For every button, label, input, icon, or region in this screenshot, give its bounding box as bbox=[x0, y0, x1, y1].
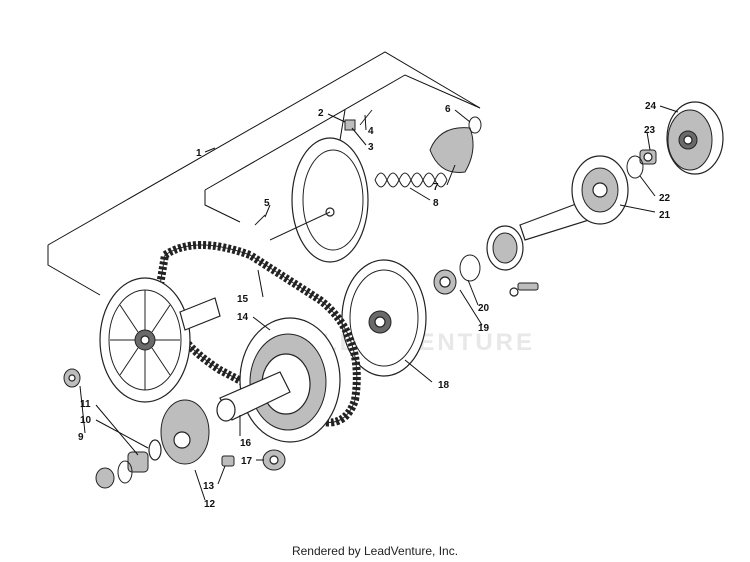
footer-credit: Rendered by LeadVenture, Inc. bbox=[291, 544, 459, 558]
bushing-part-17 bbox=[262, 449, 286, 471]
sleeve-part-16 bbox=[216, 371, 291, 422]
pin-part-4 bbox=[359, 109, 373, 126]
washer-part-10 bbox=[148, 439, 162, 461]
callout-23: 23 bbox=[644, 125, 656, 136]
callout-20: 20 bbox=[478, 303, 490, 314]
nut-part-9 bbox=[63, 368, 81, 388]
bearing-part-19 bbox=[433, 225, 524, 295]
bearing-small bbox=[95, 467, 115, 489]
callout-3: 3 bbox=[368, 142, 374, 153]
spring-part-8 bbox=[374, 172, 448, 188]
clip-part-3 bbox=[344, 119, 356, 131]
movable-sheave bbox=[269, 137, 369, 263]
callout-10: 10 bbox=[80, 415, 92, 426]
nut-part-13 bbox=[221, 455, 235, 467]
callout-22: 22 bbox=[659, 193, 671, 204]
callout-6: 6 bbox=[445, 104, 451, 115]
ring-clip bbox=[117, 460, 133, 484]
ring-part-22 bbox=[626, 155, 644, 179]
callout-21: 21 bbox=[659, 210, 671, 221]
callout-24: 24 bbox=[645, 101, 657, 112]
callout-2: 2 bbox=[318, 108, 324, 119]
leader-lines bbox=[79, 105, 679, 501]
callout-14: 14 bbox=[237, 312, 249, 323]
cam-part-6 bbox=[429, 116, 482, 174]
sheave-part-18 bbox=[341, 259, 427, 377]
shaft-flange-part-21 bbox=[519, 155, 629, 241]
clutch-drum-part bbox=[666, 101, 724, 175]
callout-8: 8 bbox=[433, 198, 439, 209]
bolt-small bbox=[509, 282, 539, 297]
callout-19: 19 bbox=[478, 323, 490, 334]
callout-12: 12 bbox=[204, 499, 216, 510]
callout-5: 5 bbox=[264, 198, 270, 209]
callout-18: 18 bbox=[438, 380, 450, 391]
callout-13: 13 bbox=[203, 481, 215, 492]
hub-part-12 bbox=[160, 399, 210, 465]
callout-1: 1 bbox=[196, 148, 202, 159]
callout-labels: 1 2 3 4 5 6 7 8 9 10 11 12 13 14 15 16 1… bbox=[78, 101, 671, 510]
primary-sheave bbox=[99, 277, 221, 403]
nut-part-23 bbox=[639, 149, 657, 165]
callout-15: 15 bbox=[237, 294, 249, 305]
callout-9: 9 bbox=[78, 432, 84, 443]
callout-7: 7 bbox=[433, 182, 439, 193]
callout-16: 16 bbox=[240, 438, 252, 449]
secondary-sheave-part-14 bbox=[239, 317, 341, 443]
assembly-bracket bbox=[47, 51, 481, 296]
callout-4: 4 bbox=[368, 126, 374, 137]
callout-17: 17 bbox=[241, 456, 253, 467]
pin-part-5 bbox=[254, 214, 266, 226]
callout-11: 11 bbox=[80, 399, 91, 410]
